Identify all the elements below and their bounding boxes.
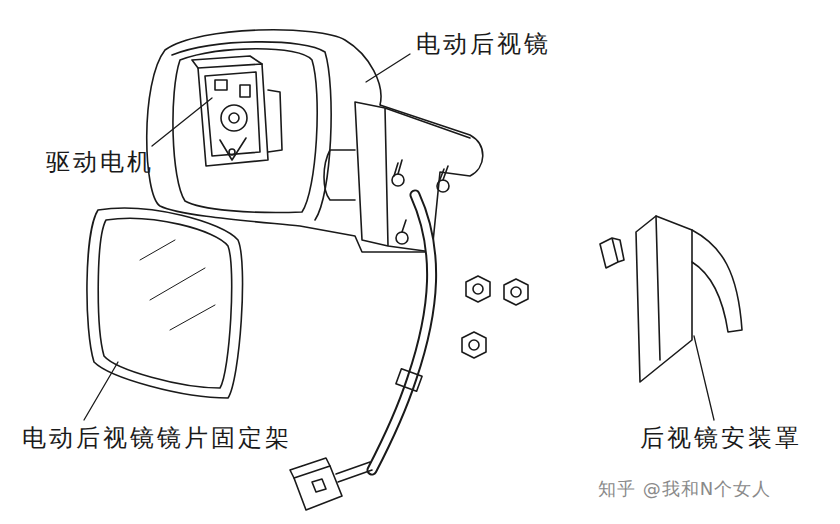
mounting-cover [636,216,742,382]
housing-rim [172,42,331,220]
housing-opening [173,49,317,213]
hex-nuts [462,276,528,358]
part-label: 后视镜安装罩 [640,424,802,453]
mount-plate [355,102,470,252]
mirror-glass [87,208,243,398]
leader-lines [84,54,714,420]
connector-wire [336,462,372,482]
wire-harness [372,195,432,470]
cover-clip [600,238,624,268]
part-label: 驱动电机 [46,148,154,177]
housing-arm [324,150,355,200]
wire-harness-core [372,195,432,470]
drive-motor [192,56,282,166]
watermark: 知乎 @我和N个女人 [598,478,771,500]
part-label: 电动后视镜镜片固定架 [22,424,292,453]
wire-connector [290,458,342,510]
cable-grommet [396,369,422,392]
part-label: 电动后视镜 [416,30,551,59]
